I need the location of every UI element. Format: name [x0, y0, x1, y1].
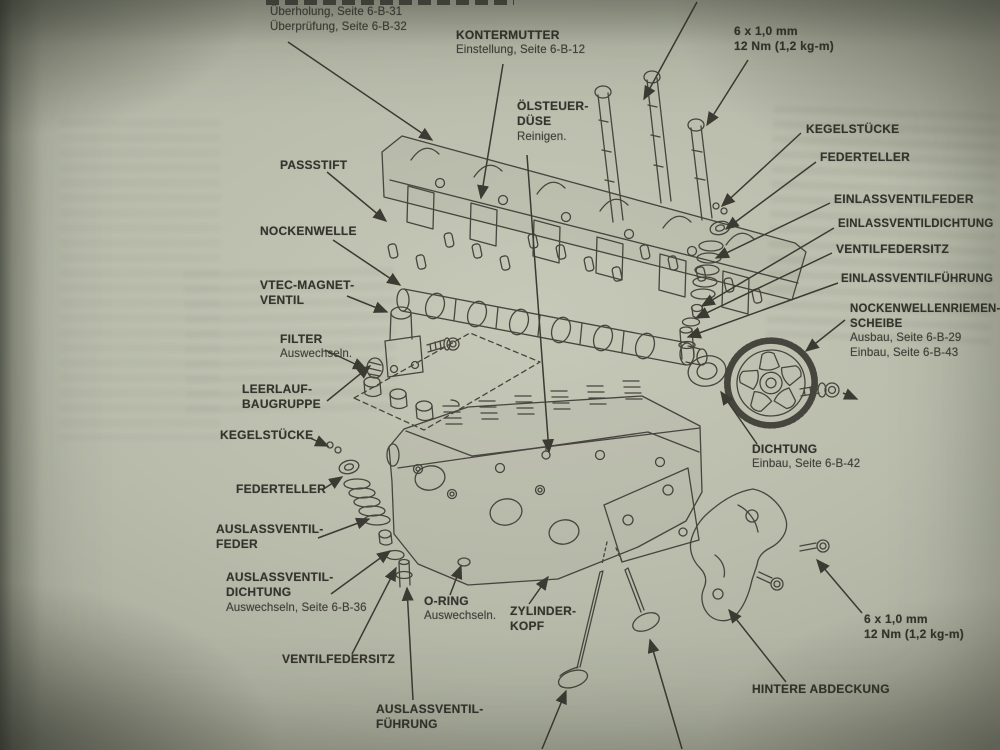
label-line: NOCKENWELLENRIEMEN-: [850, 302, 1000, 315]
label-line: KEGELSTÜCKE: [220, 428, 314, 442]
leader-lines: [287, 1, 863, 750]
label-line: FÜHRUNG: [376, 717, 438, 732]
label-line: Einbau, Seite 6-B-42: [752, 457, 861, 471]
label-kontermutter: KONTERMUTTER Einstellung, Seite 6-B-12: [456, 28, 585, 58]
label-o-ring: O-RING Auswechseln.: [424, 594, 496, 624]
label-line: KOPF: [510, 619, 545, 634]
label-line: VENTILFEDERSITZ: [282, 652, 396, 666]
label-auslassventilfeder: AUSLASSVENTIL- FEDER: [216, 522, 324, 553]
cylinder-head-drawing: [386, 380, 703, 586]
label-line: DICHTUNG: [226, 585, 292, 600]
label-line: EINLASSVENTILFÜHRUNG: [841, 272, 994, 285]
cover-bolts-drawing: [756, 539, 830, 591]
label-line: 6 x 1,0 mm: [734, 24, 798, 38]
label-line: ÖLSTEUER-: [517, 99, 589, 113]
rear-cover-drawing: [689, 488, 788, 622]
label-line: VTEC-MAGNET-: [260, 278, 355, 292]
label-line: VENTILFEDERSITZ: [836, 242, 950, 256]
label-line: 6 x 1,0 mm: [864, 612, 928, 626]
vtec-solenoid-valve-drawing: [384, 306, 424, 378]
label-line: SCHEIBE: [850, 316, 903, 330]
label-kegelstuecke-right: KEGELSTÜCKE: [806, 122, 899, 137]
label-line: Auswechseln.: [280, 347, 353, 361]
label-nockenwelle: NOCKENWELLE: [260, 224, 357, 239]
lost-motion-assembly-drawing: [353, 332, 541, 431]
label-line: FEDERTELLER: [236, 482, 327, 496]
label-line: AUSLASSVENTIL-: [226, 570, 334, 584]
label-line: EINLASSVENTILDICHTUNG: [838, 217, 994, 230]
label-nockenwellenriemenscheibe: NOCKENWELLENRIEMEN- SCHEIBE Ausbau, Seit…: [850, 302, 1000, 361]
camshaft-seal-drawing: [687, 355, 727, 387]
label-line: AUSLASSVENTIL-: [376, 702, 484, 716]
label-line: 12 Nm (1,2 kg-m): [734, 39, 835, 54]
label-einlassventildichtung: EINLASSVENTILDICHTUNG: [838, 217, 994, 232]
label-passstift: PASSSTIFT: [280, 158, 347, 173]
label-ventilfedersitz-right: VENTILFEDERSITZ: [836, 242, 949, 257]
label-oelsteuer-duese: ÖLSTEUER- DÜSE Reinigen.: [517, 99, 589, 144]
label-line: VENTIL: [260, 293, 305, 308]
label-line: Reinigen.: [517, 129, 567, 143]
camshaft-pulley-drawing: [724, 337, 818, 429]
label-line: ZYLINDER-: [510, 604, 577, 618]
label-federteller-right: FEDERTELLER: [820, 150, 910, 165]
label-dichtung: DICHTUNG Einbau, Seite 6-B-42: [752, 442, 860, 472]
label-line: AUSLASSVENTIL-: [216, 522, 324, 536]
label-bolt-spec-bottom: 6 x 1,0 mm 12 Nm (1,2 kg-m): [864, 612, 964, 643]
label-einlassventilfuehrung: EINLASSVENTILFÜHRUNG: [841, 272, 993, 287]
label-line: Überholung, Seite 6-B-31: [270, 5, 403, 18]
label-line: 12 Nm (1,2 kg-m): [864, 627, 965, 642]
label-zylinderkopf: ZYLINDER- KOPF: [510, 604, 576, 635]
label-line: NOCKENWELLE: [260, 224, 357, 238]
valves-drawing: [557, 541, 660, 689]
label-line: Auswechseln.: [424, 609, 497, 623]
label-line: DÜSE: [517, 114, 552, 129]
label-line: KEGELSTÜCKE: [806, 122, 900, 136]
label-line: Überprüfung, Seite 6-B-32: [270, 19, 407, 33]
label-kegelstuecke-left: KEGELSTÜCKE: [220, 428, 313, 443]
label-line: HINTERE ABDECKUNG: [752, 682, 890, 696]
label-line: Einbau, Seite 6-B-43: [850, 345, 959, 359]
label-line: KONTERMUTTER: [456, 28, 560, 42]
label-line: Auswechseln, Seite 6-B-36: [226, 600, 367, 614]
label-line: O-RING: [424, 594, 469, 608]
label-line: Einstellung, Seite 6-B-12: [456, 43, 586, 57]
label-line: Ausbau, Seite 6-B-29: [850, 331, 962, 345]
label-line: EINLASSVENTILFEDER: [834, 192, 974, 206]
label-bolt-spec-top: 6 x 1,0 mm 12 Nm (1,2 kg-m): [734, 24, 834, 55]
head-bolts-drawing: [594, 70, 713, 223]
label-ventilfedersitz-left: VENTILFEDERSITZ: [282, 652, 395, 667]
label-einlassventilfeder: EINLASSVENTILFEDER: [834, 192, 974, 207]
label-filter: FILTER Auswechseln.: [280, 332, 352, 362]
label-line: PASSSTIFT: [280, 158, 348, 172]
label-overhaul-note: Überholung, Seite 6-B-31 Überprüfung, Se…: [270, 5, 407, 34]
o-ring-drawing: [457, 557, 471, 567]
label-hintere-abdeckung: HINTERE ABDECKUNG: [752, 682, 890, 697]
label-leerlauf-baugruppe: LEERLAUF- BAUGRUPPE: [242, 382, 321, 413]
dowel-pins-drawing: [387, 232, 763, 304]
label-federteller-left: FEDERTELLER: [236, 482, 326, 497]
small-bolt-drawing: [426, 337, 460, 353]
filter-drawing: [366, 357, 384, 379]
label-line: FILTER: [280, 332, 323, 346]
label-line: FEDER: [216, 537, 258, 552]
camshaft-drawing: [396, 288, 708, 366]
label-auslassventilfuehrung: AUSLASSVENTIL- FÜHRUNG: [376, 702, 484, 733]
label-auslassventildichtung: AUSLASSVENTIL- DICHTUNG Auswechseln, Sei…: [226, 570, 367, 615]
label-line: FEDERTELLER: [820, 150, 911, 164]
rocker-assembly-drawing: [381, 135, 807, 315]
label-line: LEERLAUF-: [242, 382, 313, 396]
label-line: DICHTUNG: [752, 442, 818, 456]
pulley-bolt-drawing: [799, 382, 840, 398]
label-line: BAUGRUPPE: [242, 397, 321, 412]
label-vtec-magnetventil: VTEC-MAGNET- VENTIL: [260, 278, 354, 309]
cut-off-label-top: [266, 0, 514, 5]
